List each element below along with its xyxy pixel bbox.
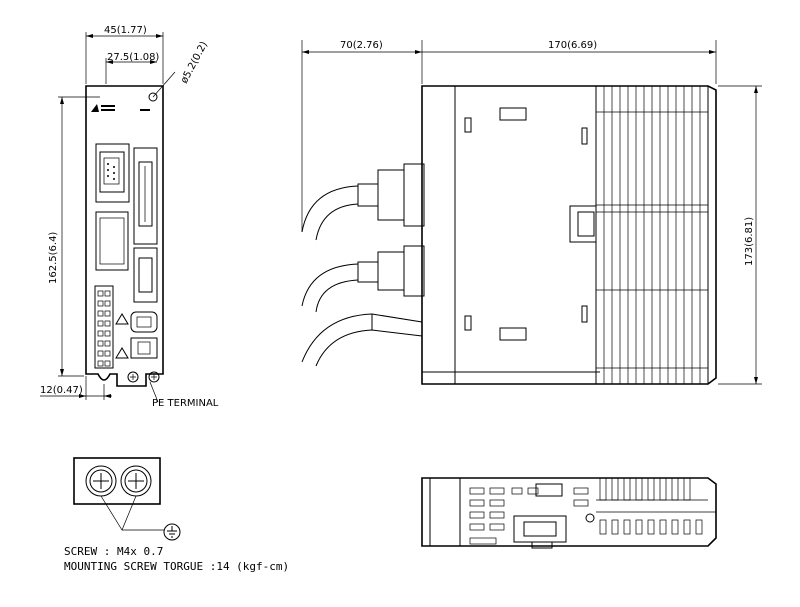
cn4-connector — [130, 311, 158, 333]
ground-symbol-icon — [163, 523, 181, 541]
pe-screw-icon-2 — [148, 371, 160, 383]
front-width-dim: 45(1.77) — [104, 25, 147, 36]
cable-3 — [301, 313, 423, 367]
top-view — [421, 477, 717, 549]
warning-icon — [115, 313, 129, 325]
front-view: 45(1.77) 27.5(1.08) ø5.2(0.2) 162.5(6.4)… — [40, 25, 219, 409]
side-view: 70(2.76) 170(6.69) 173(6.81) — [301, 40, 762, 385]
warning-icon-2 — [115, 347, 129, 359]
side-depth-left-dim: 70(2.76) — [340, 40, 383, 51]
pe-terminal-plate — [73, 457, 161, 505]
cn2-connector — [133, 247, 158, 303]
pe-terminal-detail: SCREW : M4x 0.7 MOUNTING SCREW TORGUE :1… — [64, 457, 289, 573]
cable-connector-2 — [301, 245, 425, 313]
top-view-connector — [535, 483, 563, 497]
front-bottom-dim: 12(0.47) — [40, 385, 83, 396]
screw-note: SCREW : M4x 0.7 — [64, 545, 163, 558]
front-inner-width-dim: 27.5(1.08) — [107, 52, 159, 63]
top-view-outline — [421, 477, 717, 547]
top-view-fins — [596, 478, 716, 513]
mounting-hole — [148, 92, 158, 102]
front-height-dim: 162.5(6.4) — [48, 232, 59, 284]
front-view-outline — [85, 85, 164, 387]
side-view-body — [421, 85, 717, 385]
cable-connector-1 — [301, 163, 425, 241]
delta-logo-icon — [91, 104, 150, 112]
power-terminal-block — [94, 285, 114, 369]
pe-terminal-label: PE TERMINAL — [152, 398, 219, 409]
torque-note: MOUNTING SCREW TORGUE :14 (kgf-cm) — [64, 560, 289, 573]
pe-screw-icon-left — [85, 465, 117, 497]
pe-screw-icon — [127, 371, 139, 383]
front-hole-dim: ø5.2(0.2) — [179, 40, 210, 86]
pe-screw-icon-right — [120, 465, 152, 497]
cn5-connector — [95, 211, 129, 271]
side-height-dim: 173(6.81) — [744, 217, 755, 266]
heatsink-fins — [596, 86, 708, 384]
side-depth-main-dim: 170(6.69) — [548, 40, 597, 51]
cn3-connector — [95, 143, 130, 203]
cn1-connector — [133, 147, 158, 245]
